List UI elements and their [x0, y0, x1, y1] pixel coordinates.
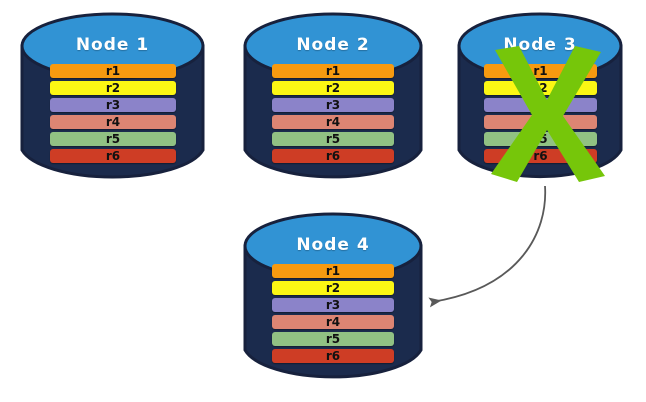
- row-r5: r5: [50, 132, 176, 146]
- row-label: r4: [325, 315, 341, 329]
- row-label: r2: [105, 81, 121, 95]
- row-r5: r5: [272, 332, 394, 346]
- row-label: r2: [533, 81, 548, 95]
- row-r1: r1: [272, 264, 394, 278]
- row-r6: r6: [272, 149, 394, 163]
- row-r6: r6: [50, 149, 176, 163]
- row-r2: r2: [484, 81, 597, 95]
- row-r1: r1: [272, 64, 394, 78]
- row-r2: r2: [50, 81, 176, 95]
- row-r1: r1: [484, 64, 597, 78]
- row-label: r6: [105, 149, 121, 163]
- row-label: r6: [533, 149, 548, 163]
- row-label: r2: [325, 81, 341, 95]
- node-1-rows: r1 r2 r3 r4 r5 r6: [50, 64, 176, 166]
- row-label: r2: [325, 281, 341, 295]
- node-4-rows: r1 r2 r3 r4 r5 r6: [272, 264, 394, 366]
- row-label: r5: [325, 332, 341, 346]
- row-r6: r6: [484, 149, 597, 163]
- row-r3: r3: [272, 298, 394, 312]
- row-label: r6: [325, 349, 341, 363]
- row-label: r5: [533, 132, 548, 146]
- row-r6: r6: [272, 349, 394, 363]
- row-label: r5: [325, 132, 341, 146]
- row-r5: r5: [484, 132, 597, 146]
- row-label: r4: [105, 115, 121, 129]
- row-label: r1: [325, 264, 341, 278]
- row-r3: r3: [484, 98, 597, 112]
- row-label: r3: [533, 98, 548, 112]
- row-r4: r4: [272, 115, 394, 129]
- row-r4: r4: [484, 115, 597, 129]
- row-r3: r3: [272, 98, 394, 112]
- row-r3: r3: [50, 98, 176, 112]
- row-label: r4: [325, 115, 341, 129]
- row-r2: r2: [272, 81, 394, 95]
- row-r4: r4: [50, 115, 176, 129]
- row-r1: r1: [50, 64, 176, 78]
- node-2-rows: r1 r2 r3 r4 r5 r6: [272, 64, 394, 166]
- row-label: r3: [325, 298, 341, 312]
- row-label: r1: [105, 64, 121, 78]
- row-r5: r5: [272, 132, 394, 146]
- row-label: r3: [325, 98, 341, 112]
- row-label: r5: [105, 132, 121, 146]
- row-label: r3: [105, 98, 121, 112]
- row-label: r4: [533, 115, 548, 129]
- row-r2: r2: [272, 281, 394, 295]
- row-label: r6: [325, 149, 341, 163]
- row-r4: r4: [272, 315, 394, 329]
- row-label: r1: [533, 64, 548, 78]
- node-3-rows: r1 r2 r3 r4 r5 r6: [484, 64, 597, 166]
- row-label: r1: [325, 64, 341, 78]
